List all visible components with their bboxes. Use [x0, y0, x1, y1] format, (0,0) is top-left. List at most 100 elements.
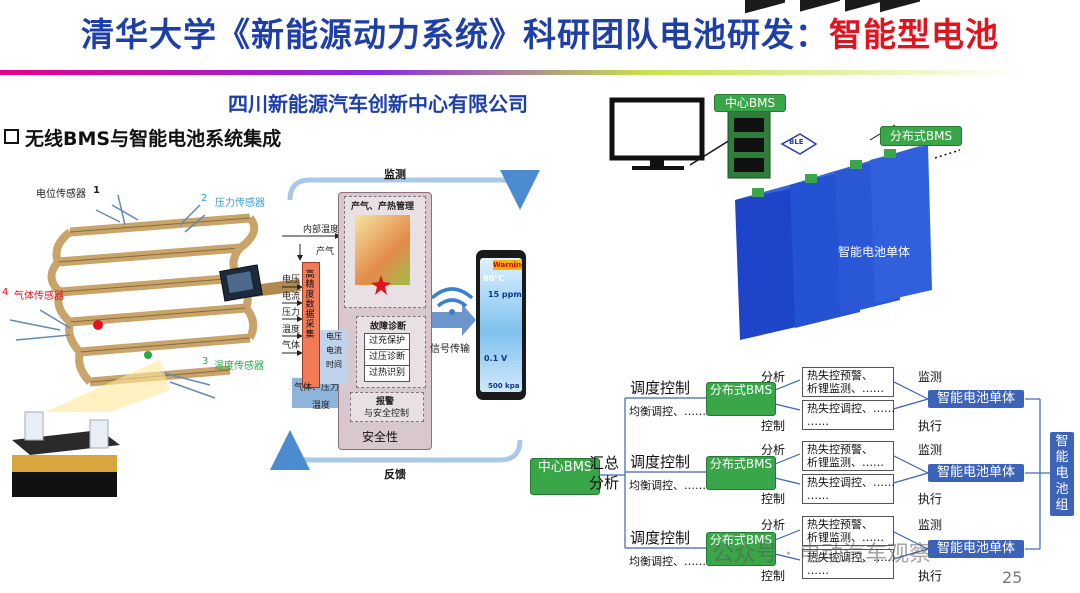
- battery-pack-box: 智能电池组: [1050, 432, 1074, 516]
- execute-label-3: 执行: [918, 569, 943, 583]
- control-label-3: 控制: [761, 569, 786, 583]
- action-line-1a: 热失控调控、……: [807, 402, 895, 415]
- phone-ppm: 15 ppm: [488, 290, 522, 299]
- warning-box-2: 热失控预警、析锂监测、……: [802, 441, 894, 471]
- monitor-label-1: 监测: [918, 370, 943, 384]
- alarm-box: [350, 392, 424, 422]
- action-line-2a: 热失控调控、……: [807, 476, 895, 489]
- bullet-square-icon: [4, 129, 19, 144]
- collector-label: 高精度数据采集: [305, 270, 315, 340]
- central-bms-tag: 中心BMS: [714, 94, 786, 112]
- mini-voltage: 电压: [326, 332, 342, 341]
- input-pressure: 压力: [282, 308, 301, 318]
- action-line-3b: ……: [807, 564, 829, 577]
- input-temperature: 温度: [282, 324, 301, 335]
- battery-cell-illustration: [355, 215, 410, 285]
- phone-volt: 0.1 V: [484, 354, 508, 363]
- title-divider: [0, 70, 1080, 75]
- distributed-bms-2: 分布式BMS: [706, 456, 776, 490]
- pressure-sensor-label: 压力传感器: [215, 198, 265, 209]
- action-box-3: 热失控调控、…………: [802, 549, 895, 579]
- cell-unit-3: 智能电池单体: [928, 540, 1024, 558]
- sensor-number-4: 4: [2, 287, 9, 298]
- phone-temp: 80°C: [483, 274, 505, 283]
- warn-line-1b: 析锂监测、……: [807, 382, 884, 395]
- title-highlight: 智能型电池: [829, 15, 999, 54]
- cell-unit-2: 智能电池单体: [928, 464, 1024, 482]
- phone-screen: Warning 80°C 15 ppm 0.1 V 500 kpa: [480, 258, 522, 392]
- warning-box-1: 热失控预警、析锂监测、……: [802, 367, 894, 397]
- sensor-number-1: 1: [93, 185, 100, 196]
- dispatch-label-2: 调度控制: [630, 453, 691, 471]
- control-label-1: 控制: [761, 419, 786, 433]
- data-collector-block: [302, 262, 320, 388]
- warn-line-3a: 热失控预警、: [807, 518, 873, 531]
- sensor-number-3: 3: [202, 356, 209, 367]
- balance-label-1: 均衡调控、……: [629, 405, 706, 418]
- monitor-label-3: 监测: [918, 518, 943, 532]
- summary-label: 汇总: [589, 454, 620, 472]
- execute-label-1: 执行: [918, 419, 943, 433]
- signal-transmission-label: 信号传输: [430, 344, 470, 355]
- monitor-label-2: 监测: [918, 443, 943, 457]
- fault-diag-label: 故障诊断: [370, 322, 407, 332]
- balance-label-2: 均衡调控、……: [629, 479, 706, 492]
- temperature-label: 温度: [312, 401, 331, 411]
- watermark: 公众号 · 电动汽车观察: [712, 542, 931, 567]
- flow-central-bms: 中心BMS: [530, 458, 600, 495]
- heat-mgmt-label: 产气、产热管理: [351, 202, 415, 212]
- analysis-label-2: 分析: [761, 443, 786, 457]
- control-label-2: 控制: [761, 492, 786, 506]
- collector-inputs: 电压 电流 压力 温度 气体: [282, 272, 300, 355]
- analysis-label-3: 分析: [761, 518, 786, 532]
- sensor-number-2: 2: [201, 193, 208, 204]
- mini-time: 时间: [326, 360, 342, 369]
- gas-pressure-label: 气体、压力: [294, 383, 340, 393]
- flow-central-bms-text: 中心BMS: [537, 460, 593, 475]
- phone-kpa: 500 kpa: [488, 382, 520, 390]
- internal-temp-label: 内部温度: [303, 225, 340, 235]
- gas-out-label: 产气: [316, 247, 335, 257]
- warn-line-1a: 热失控预警、: [807, 369, 873, 382]
- warning-badge: Warning: [493, 260, 522, 270]
- thermal-id-box: 过热识别: [364, 365, 411, 382]
- dispatch-label-3: 调度控制: [630, 529, 691, 547]
- distributed-bms-3: 分布式BMS: [706, 532, 776, 566]
- monitor-label: 监测: [384, 168, 406, 181]
- temperature-sensor-label: 温度传感器: [214, 361, 264, 372]
- execute-label-2: 执行: [918, 492, 943, 506]
- input-gas: 气体: [282, 341, 301, 351]
- warning-box-3: 热失控预警、析锂监测、……: [802, 516, 894, 546]
- input-current: 电流: [282, 291, 301, 302]
- alarm-label: 报警: [376, 397, 395, 407]
- input-voltage: 电压: [282, 275, 301, 285]
- warn-line-2b: 析锂监测、……: [807, 456, 884, 469]
- section-heading: 无线BMS与智能电池系统集成: [4, 124, 281, 151]
- page-number: 25: [1002, 568, 1023, 587]
- action-line-1b: ……: [807, 415, 829, 428]
- section-heading-text: 无线BMS与智能电池系统集成: [25, 128, 282, 150]
- analysis-label: 分析: [589, 474, 620, 492]
- safety-control-label: 与安全控制: [364, 409, 410, 419]
- distributed-bms-1: 分布式BMS: [706, 382, 776, 416]
- title-main: 清华大学《新能源动力系统》科研团队电池研发：: [81, 15, 829, 54]
- warn-line-3b: 析锂监测、……: [807, 531, 884, 544]
- distributed-bms-tag: 分布式BMS: [880, 126, 962, 146]
- warn-line-2a: 热失控预警、: [807, 443, 873, 456]
- action-box-1: 热失控调控、…………: [802, 400, 895, 430]
- cell-unit-1: 智能电池单体: [928, 390, 1024, 408]
- feedback-label: 反馈: [384, 468, 406, 481]
- potential-sensor-label: 电位传感器: [36, 189, 86, 200]
- cell-unit-label: 智能电池单体: [838, 245, 911, 259]
- analysis-label-1: 分析: [761, 370, 786, 384]
- dispatch-label-1: 调度控制: [630, 379, 691, 397]
- gas-sensor-label: 气体传感器: [14, 291, 64, 302]
- company-name: 四川新能源汽车创新中心有限公司: [228, 92, 528, 116]
- balance-label-3: 均衡调控、……: [629, 555, 706, 568]
- slide-title: 清华大学《新能源动力系统》科研团队电池研发：智能型电池: [0, 8, 1080, 56]
- action-box-2: 热失控调控、…………: [802, 474, 895, 504]
- mini-current: 电流: [326, 346, 342, 355]
